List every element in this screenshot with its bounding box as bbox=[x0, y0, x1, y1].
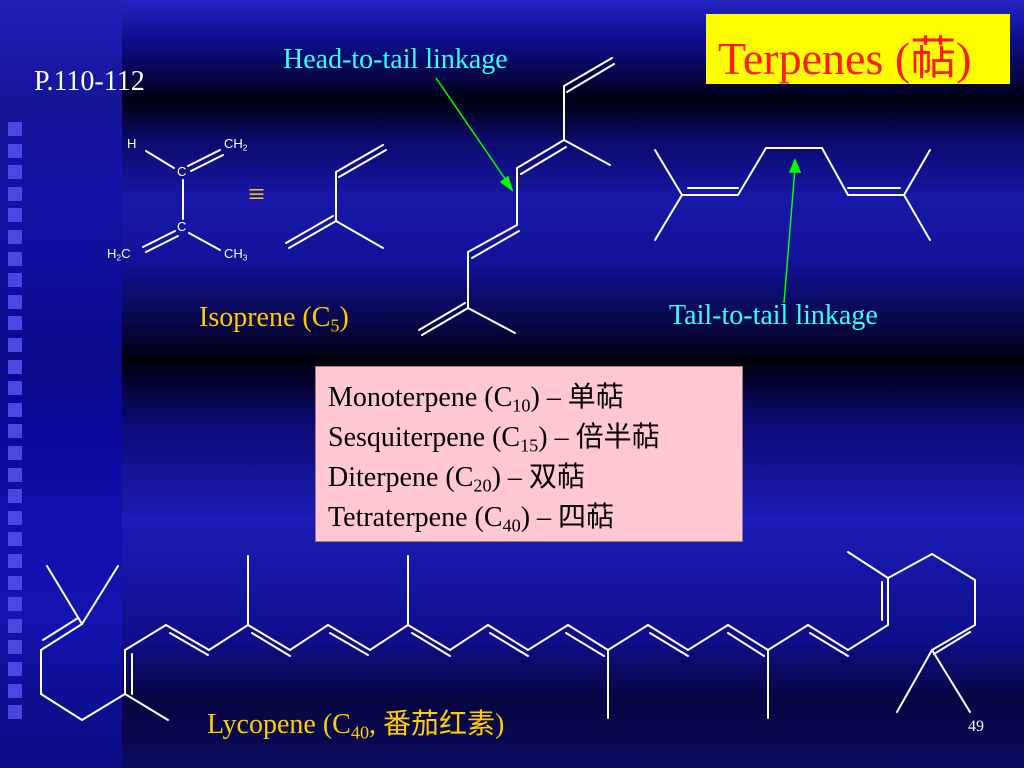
isoprene-skeletal bbox=[285, 144, 387, 249]
class-row-diterpene: Diterpene (C20) – 双萜 bbox=[328, 462, 585, 496]
atom-ch2-top-right: CH2 bbox=[224, 136, 248, 153]
decorative-square bbox=[8, 381, 22, 396]
decorative-square bbox=[8, 294, 22, 309]
tail-to-tail-label: Tail-to-tail linkage bbox=[669, 300, 878, 331]
decorative-square bbox=[8, 186, 22, 201]
atom-carbon-lower: C bbox=[177, 219, 187, 234]
isoprene-caption: Isoprene (C5) bbox=[199, 302, 349, 336]
decorative-square bbox=[8, 532, 22, 547]
tail-to-tail-arrow bbox=[783, 158, 802, 304]
decorative-square bbox=[8, 489, 22, 504]
head-to-tail-label: Head-to-tail linkage bbox=[283, 44, 508, 75]
terpene-classification-box: Monoterpene (C10) – 单萜 Sesquiterpene (C1… bbox=[315, 366, 743, 542]
decorative-square bbox=[8, 402, 22, 417]
head-to-tail-molecule bbox=[418, 57, 615, 336]
decorative-square bbox=[8, 575, 22, 590]
decorative-square bbox=[8, 273, 22, 288]
decorative-square bbox=[8, 510, 22, 525]
decorative-square bbox=[8, 230, 22, 244]
decorative-square bbox=[8, 143, 22, 158]
atom-h2c-bottom-left: H2C bbox=[107, 246, 131, 263]
slide-title: Terpenes (萜) bbox=[718, 33, 972, 84]
decorative-square bbox=[8, 359, 22, 374]
equivalence-symbol: ≡ bbox=[248, 178, 265, 211]
decorative-square bbox=[8, 683, 22, 698]
decorative-square bbox=[8, 554, 22, 568]
decorative-square bbox=[8, 122, 22, 136]
decorative-square bbox=[8, 662, 22, 676]
lycopene-molecule bbox=[40, 551, 976, 721]
slide-number: 49 bbox=[968, 718, 984, 735]
class-row-tetraterpene: Tetraterpene (C40) – 四萜 bbox=[328, 502, 615, 536]
lycopene-caption: Lycopene (C40, 番茄红素) bbox=[207, 709, 505, 743]
decorative-square bbox=[8, 705, 22, 720]
atom-ch3-bottom-right: CH3 bbox=[224, 246, 248, 263]
atom-h-top-left: H bbox=[127, 136, 137, 151]
decorative-square bbox=[8, 316, 22, 331]
decorative-square bbox=[8, 467, 22, 482]
decorative-square bbox=[8, 618, 22, 633]
decorative-square bbox=[8, 424, 22, 439]
decorative-square bbox=[8, 165, 22, 180]
decorative-square bbox=[8, 208, 22, 223]
decorative-square bbox=[8, 640, 22, 655]
page-reference: P.110-112 bbox=[34, 66, 145, 97]
tail-to-tail-molecule bbox=[654, 147, 931, 241]
title-box bbox=[706, 14, 1010, 84]
decorative-square bbox=[8, 597, 22, 612]
head-to-tail-arrow bbox=[435, 77, 514, 192]
class-row-sesquiterpene: Sesquiterpene (C15) – 倍半萜 bbox=[328, 422, 660, 456]
decorative-square bbox=[8, 446, 22, 460]
atom-carbon-upper: C bbox=[177, 164, 187, 179]
isoprene-formula-bonds bbox=[142, 149, 224, 253]
class-row-monoterpene: Monoterpene (C10) – 单萜 bbox=[328, 382, 624, 416]
decorative-square bbox=[8, 338, 22, 352]
decorative-square bbox=[8, 251, 22, 266]
